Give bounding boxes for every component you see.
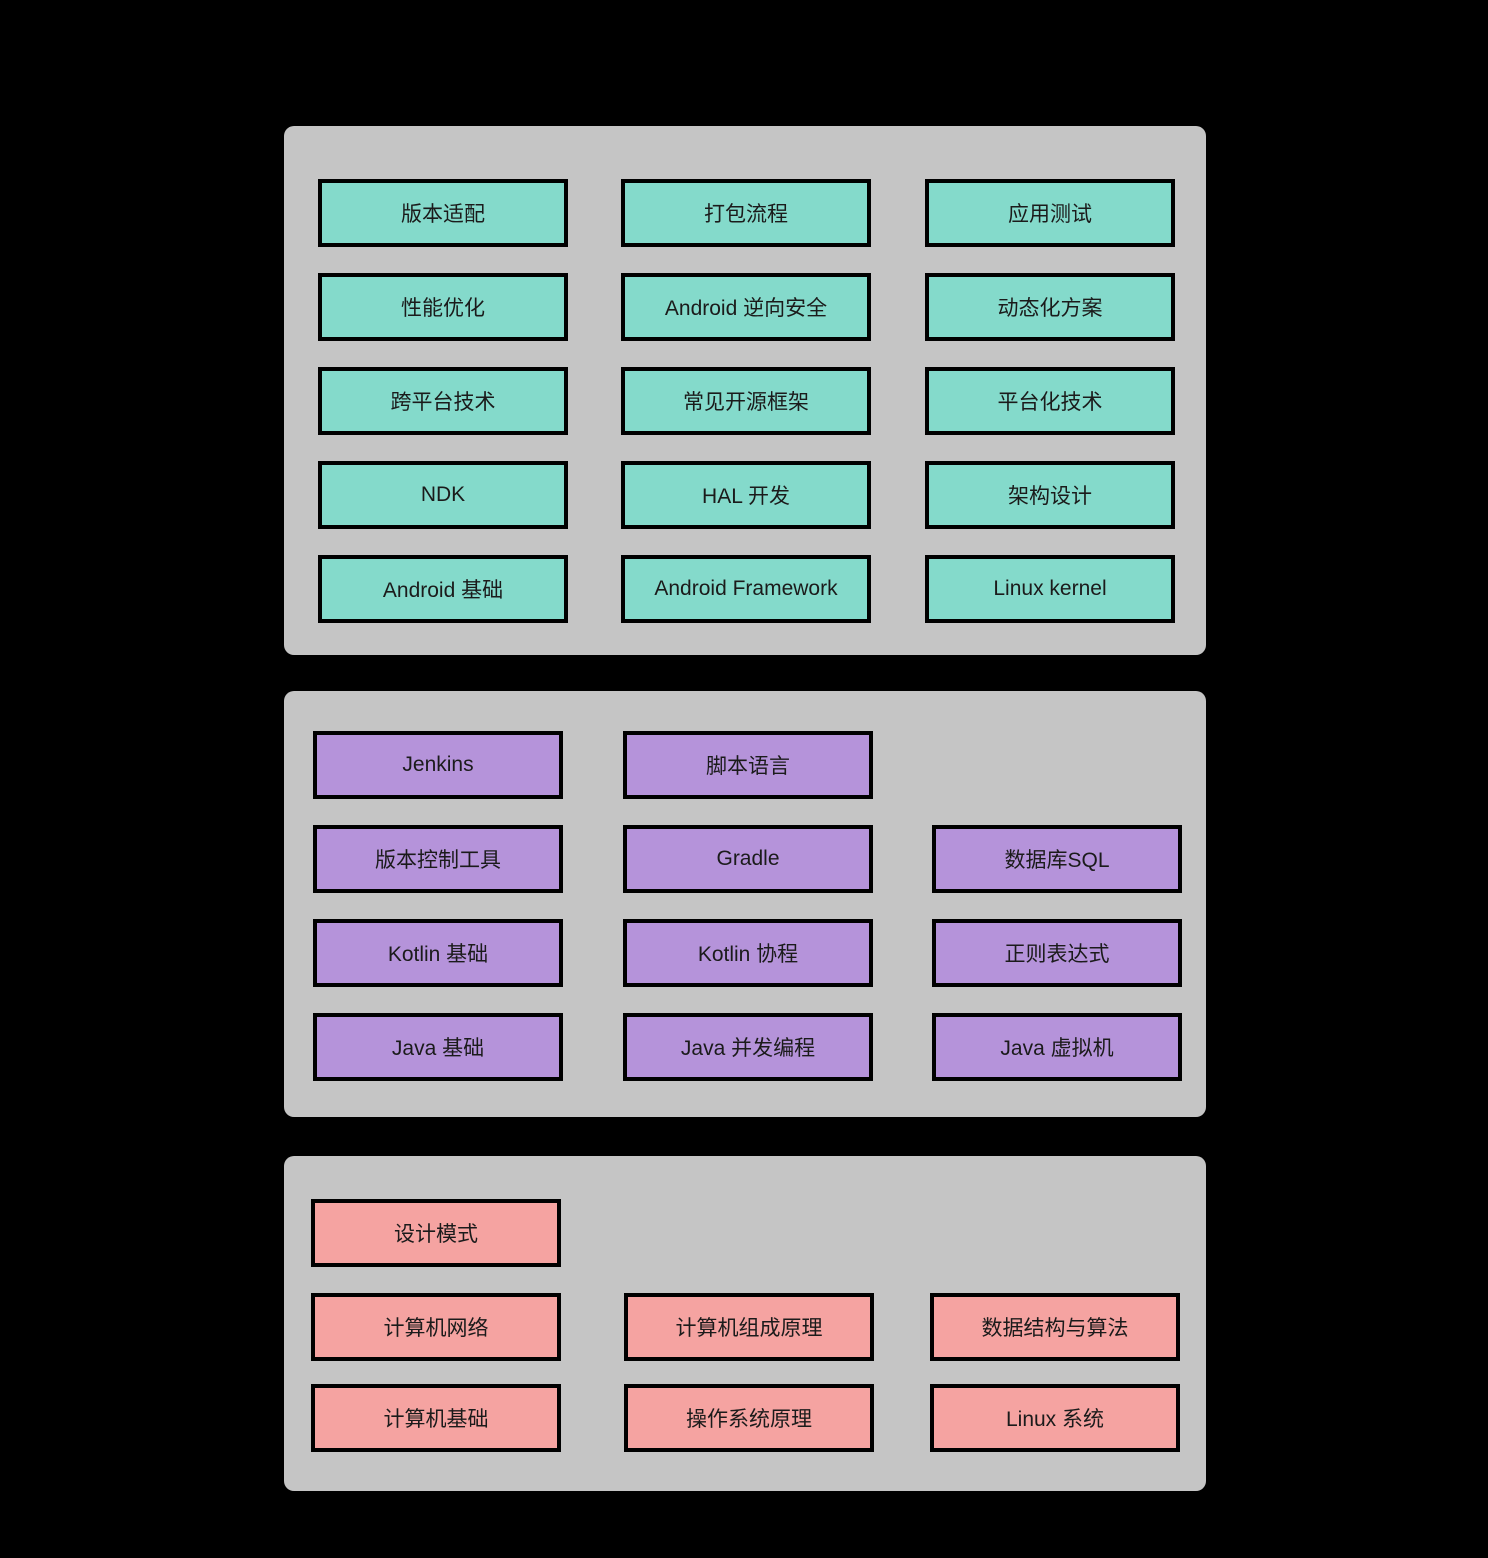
box-regular-expressions: 正则表达式 [932, 919, 1182, 987]
box-java-basics: Java 基础 [313, 1013, 563, 1081]
box-linux-system: Linux 系统 [930, 1384, 1180, 1452]
box-computer-organization: 计算机组成原理 [624, 1293, 874, 1361]
box-performance-optimization: 性能优化 [318, 273, 568, 341]
box-kotlin-coroutines: Kotlin 协程 [623, 919, 873, 987]
box-gradle: Gradle [623, 825, 873, 893]
panel-android-advanced: 版本适配 打包流程 应用测试 性能优化 Android 逆向安全 动态化方案 跨… [284, 126, 1206, 655]
box-platformization-tech: 平台化技术 [925, 367, 1175, 435]
box-dynamic-solution: 动态化方案 [925, 273, 1175, 341]
box-linux-kernel: Linux kernel [925, 555, 1175, 623]
box-java-virtual-machine: Java 虚拟机 [932, 1013, 1182, 1081]
box-database-sql: 数据库SQL [932, 825, 1182, 893]
box-computer-networks: 计算机网络 [311, 1293, 561, 1361]
box-java-concurrency: Java 并发编程 [623, 1013, 873, 1081]
panel-languages-tools: Jenkins 脚本语言 版本控制工具 Gradle 数据库SQL Kotlin… [284, 691, 1206, 1117]
box-android-framework: Android Framework [621, 555, 871, 623]
box-version-control-tools: 版本控制工具 [313, 825, 563, 893]
box-operating-system-principles: 操作系统原理 [624, 1384, 874, 1452]
box-computer-basics: 计算机基础 [311, 1384, 561, 1452]
box-data-structures-algorithms: 数据结构与算法 [930, 1293, 1180, 1361]
box-version-adaptation: 版本适配 [318, 179, 568, 247]
box-jenkins: Jenkins [313, 731, 563, 799]
box-kotlin-basics: Kotlin 基础 [313, 919, 563, 987]
box-ndk: NDK [318, 461, 568, 529]
box-hal-development: HAL 开发 [621, 461, 871, 529]
panel-cs-fundamentals: 设计模式 计算机网络 计算机组成原理 数据结构与算法 计算机基础 操作系统原理 … [284, 1156, 1206, 1491]
box-open-source-frameworks: 常见开源框架 [621, 367, 871, 435]
box-packaging-process: 打包流程 [621, 179, 871, 247]
box-cross-platform-tech: 跨平台技术 [318, 367, 568, 435]
box-architecture-design: 架构设计 [925, 461, 1175, 529]
box-scripting-language: 脚本语言 [623, 731, 873, 799]
box-app-testing: 应用测试 [925, 179, 1175, 247]
box-design-patterns: 设计模式 [311, 1199, 561, 1267]
box-android-basics: Android 基础 [318, 555, 568, 623]
box-android-reverse-security: Android 逆向安全 [621, 273, 871, 341]
